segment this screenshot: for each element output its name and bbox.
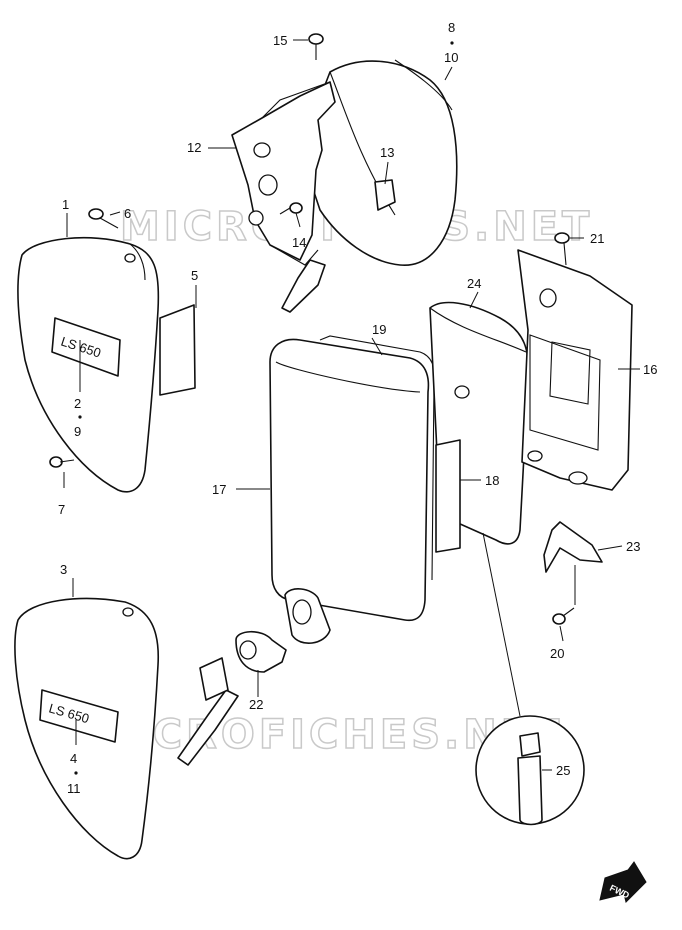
key-lock-22 [177, 630, 287, 766]
screw-7 [49, 456, 75, 468]
clip-13 [374, 179, 396, 211]
callout-9: 9 [74, 424, 81, 439]
plate-5 [159, 304, 196, 396]
side-cover-lower: LS 650 [14, 597, 160, 860]
callout-5: 5 [191, 268, 198, 283]
callout-6: 6 [124, 206, 131, 221]
bracket-16 [517, 249, 633, 491]
callout-8: 8 [448, 20, 455, 35]
callout-7: 7 [58, 502, 65, 517]
callout-2: 2 [74, 396, 81, 411]
screw-6 [88, 208, 119, 229]
callout-16: 16 [643, 362, 657, 377]
screw-20 [552, 607, 575, 625]
bracket-hole [258, 174, 278, 196]
callout-3: 3 [60, 562, 67, 577]
callout-12: 12 [187, 140, 201, 155]
callout-13: 13 [380, 145, 394, 160]
emblem-upper: LS 650 [51, 317, 121, 377]
callout-labels: 1 2 9 7 6 5 3 4 11 12 13 14 15 8 10 17 1… [58, 20, 657, 796]
fwd-arrow: FWD [599, 861, 647, 903]
screw-21 [554, 232, 570, 266]
callout-24: 24 [467, 276, 481, 291]
side-cover-upper: LS 650 [17, 236, 160, 493]
callout-11: 11 [67, 781, 81, 796]
emblem-lower: LS 650 [39, 689, 119, 743]
callout-20: 20 [550, 646, 564, 661]
tool-box-lid [269, 338, 430, 622]
callout-22: 22 [249, 697, 263, 712]
callout-4: 4 [70, 751, 77, 766]
rubber-bumper [517, 755, 543, 826]
callout-1: 1 [62, 197, 69, 212]
callout-25: 25 [556, 763, 570, 778]
rubber-cap [519, 732, 541, 757]
leader-lines [63, 39, 640, 771]
callout-23: 23 [626, 539, 640, 554]
frame-bracket-16 [517, 232, 633, 491]
screw-15 [308, 33, 324, 60]
callout-19: 19 [372, 322, 386, 337]
tool-box [269, 335, 436, 644]
callout-15: 15 [273, 33, 287, 48]
bracket-hole [248, 210, 264, 226]
cover-panel [429, 301, 530, 553]
upper-cover-assembly [231, 33, 458, 313]
detail-circle-25 [475, 532, 585, 826]
pad-18 [435, 439, 461, 553]
bracket-tab [281, 259, 326, 313]
callout-21: 21 [590, 231, 604, 246]
callout-17: 17 [212, 482, 226, 497]
callout-10: 10 [444, 50, 458, 65]
bracket-hole [253, 142, 271, 158]
callout-18: 18 [485, 473, 499, 488]
clip-23 [543, 521, 603, 573]
key-head [199, 657, 229, 701]
lock-barrel [284, 588, 331, 644]
key-blade [177, 689, 239, 766]
callout-14: 14 [292, 235, 306, 250]
